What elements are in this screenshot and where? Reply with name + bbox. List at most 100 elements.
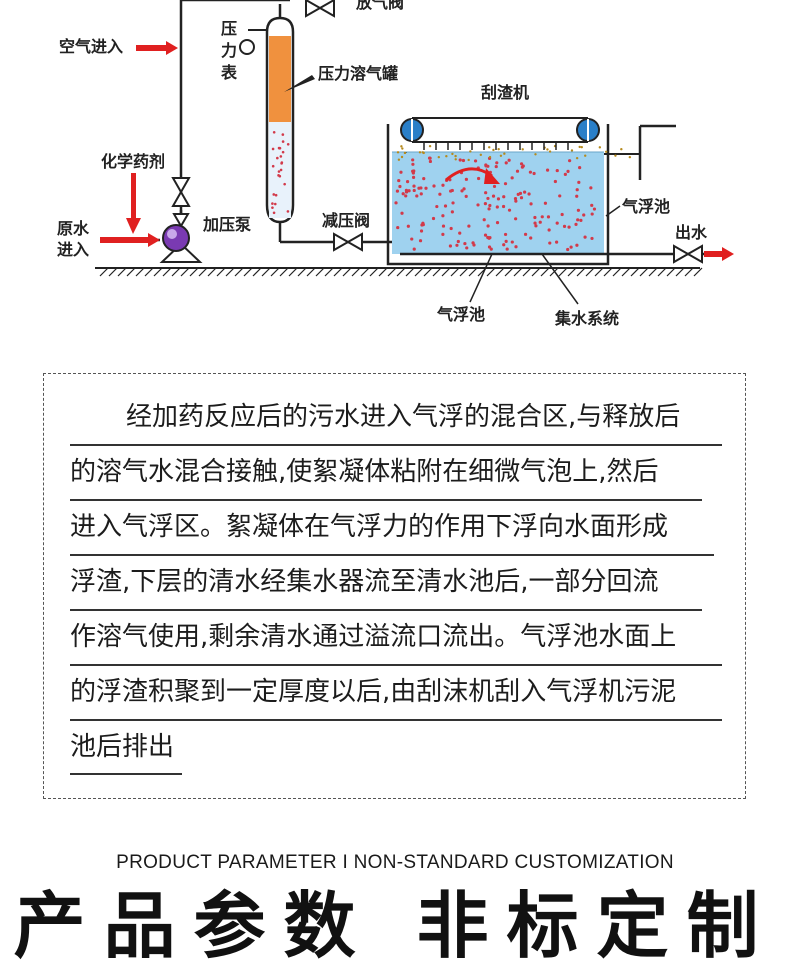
froth-speck [396,151,400,154]
bubble [281,133,285,136]
bubble [418,239,423,243]
bubble [545,168,550,172]
froth-speck [534,153,537,156]
bubble [583,235,587,239]
bubble [528,170,533,174]
froth-speck [400,145,403,148]
bubble [286,142,290,146]
bubble [279,168,283,172]
froth-speck [403,151,407,155]
bubble [449,226,453,231]
bubble [515,169,520,173]
scraper-blades [423,142,569,150]
bubble [589,186,593,190]
bubble [519,196,524,200]
hatch-line [486,267,496,277]
flotation-tank-right-label: 气浮池 [621,197,670,216]
hatch-line [369,267,379,277]
froth-speck [584,154,587,157]
hatch-line [576,267,586,277]
bubble [540,215,544,219]
bubble [482,218,486,222]
bubble [495,205,499,209]
froth-speck [598,146,602,149]
bubble [532,171,536,176]
froth-speck [454,158,457,161]
hatch-line [684,267,694,277]
booster-pump-icon [159,224,203,263]
bubble [543,201,548,205]
bubble [400,211,404,215]
hatch-line [261,267,271,277]
bubble [476,203,480,207]
bubble [455,243,459,247]
bubble [419,192,423,196]
description-line-4: 浮渣,下层的清水经集水器流至清水池后,一部分回流 [70,567,659,597]
bubble [465,246,469,250]
bubble [488,203,492,208]
bubble [486,196,490,201]
bubble [579,218,583,222]
description-line-6: 的浮渣积聚到一定厚度以后,由刮沫机刮入气浮机污泥 [70,677,677,707]
hatch-line [117,267,127,277]
bubble [590,203,594,207]
hatch-line [108,267,118,277]
raw-water-arrow [100,233,160,247]
froth-speck [397,158,401,161]
bubble [574,222,578,227]
bubble [558,194,562,198]
hatch-line [198,267,208,277]
hatch-line [396,267,406,277]
bubble [575,243,579,247]
hatch-line [432,267,442,277]
bubble [501,204,506,209]
bubble [272,193,276,196]
bubble [533,215,537,220]
bubble [415,194,419,198]
bubble [510,176,514,180]
bubble [451,201,455,205]
bubble [422,176,426,181]
flow-arrow-head [484,168,500,184]
hatch-line [387,267,397,277]
bubble [555,240,559,244]
bubble [494,164,498,169]
bubble [546,215,551,219]
scraper-label: 刮渣机 [481,83,529,102]
bubble [487,207,491,211]
outlet-label: 出水 [675,223,708,242]
bubble [277,174,280,177]
froth-speck [575,156,579,160]
description-line-1: 经加药反应后的污水进入气浮的混合区,与释放后 [126,402,681,432]
bubble [527,192,531,196]
hatch-line [405,267,415,277]
raw-water-label-1: 原水 [57,219,90,238]
hatch-line [144,267,154,277]
pressure-reducing-valve-icon [333,232,363,252]
froth-speck [451,152,454,156]
hatch-line [153,267,163,277]
description-line-5: 作溶气使用,剩余清水通过溢流口流出。气浮池水面上 [70,622,677,652]
scraper-icon [400,117,600,143]
bubble [395,189,400,193]
bubble [495,161,499,165]
froth-speck [421,151,424,154]
bubble [514,199,518,203]
bubble [394,201,398,205]
froth-speck [614,154,617,157]
bubble [411,158,415,162]
bubble [271,164,275,168]
froth-speck [604,150,608,153]
tank-label-arrow [284,75,315,92]
bubble [502,243,506,247]
froth-layer [396,144,632,162]
froth-speck [428,144,432,148]
bubble [411,169,415,173]
hatch-line [180,267,190,277]
bubble [280,161,284,164]
bubble [510,240,514,244]
bubble [567,225,571,229]
hatch-line [522,267,532,277]
bubble [484,191,488,195]
hatch-line [567,267,577,277]
